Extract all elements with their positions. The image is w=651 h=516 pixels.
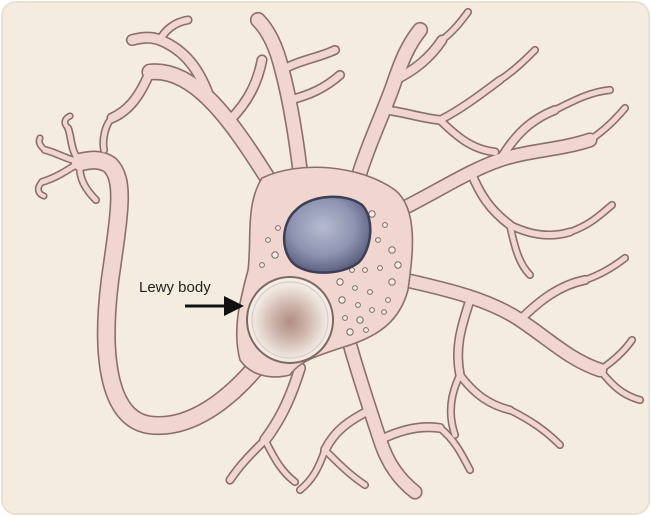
granule: [356, 303, 361, 308]
granule: [266, 238, 271, 243]
granule: [383, 223, 388, 228]
granule: [378, 266, 383, 271]
granule: [260, 263, 265, 268]
granule: [376, 238, 381, 243]
lewy-body: [247, 277, 333, 363]
granule: [337, 279, 343, 285]
granule: [347, 329, 353, 335]
granule: [368, 290, 373, 295]
granule: [272, 252, 278, 258]
granule: [364, 328, 369, 333]
granule: [389, 279, 395, 285]
granule: [370, 308, 375, 313]
granule: [339, 297, 345, 303]
granule: [357, 317, 363, 323]
granule: [363, 268, 368, 273]
granule: [395, 262, 401, 268]
granule: [386, 298, 391, 303]
granule: [382, 310, 387, 315]
lewy-body-label: Lewy body: [139, 279, 211, 296]
granule: [343, 316, 348, 321]
nucleus: [284, 197, 370, 273]
granule: [276, 226, 281, 231]
granule: [389, 247, 395, 253]
granule: [353, 286, 358, 291]
